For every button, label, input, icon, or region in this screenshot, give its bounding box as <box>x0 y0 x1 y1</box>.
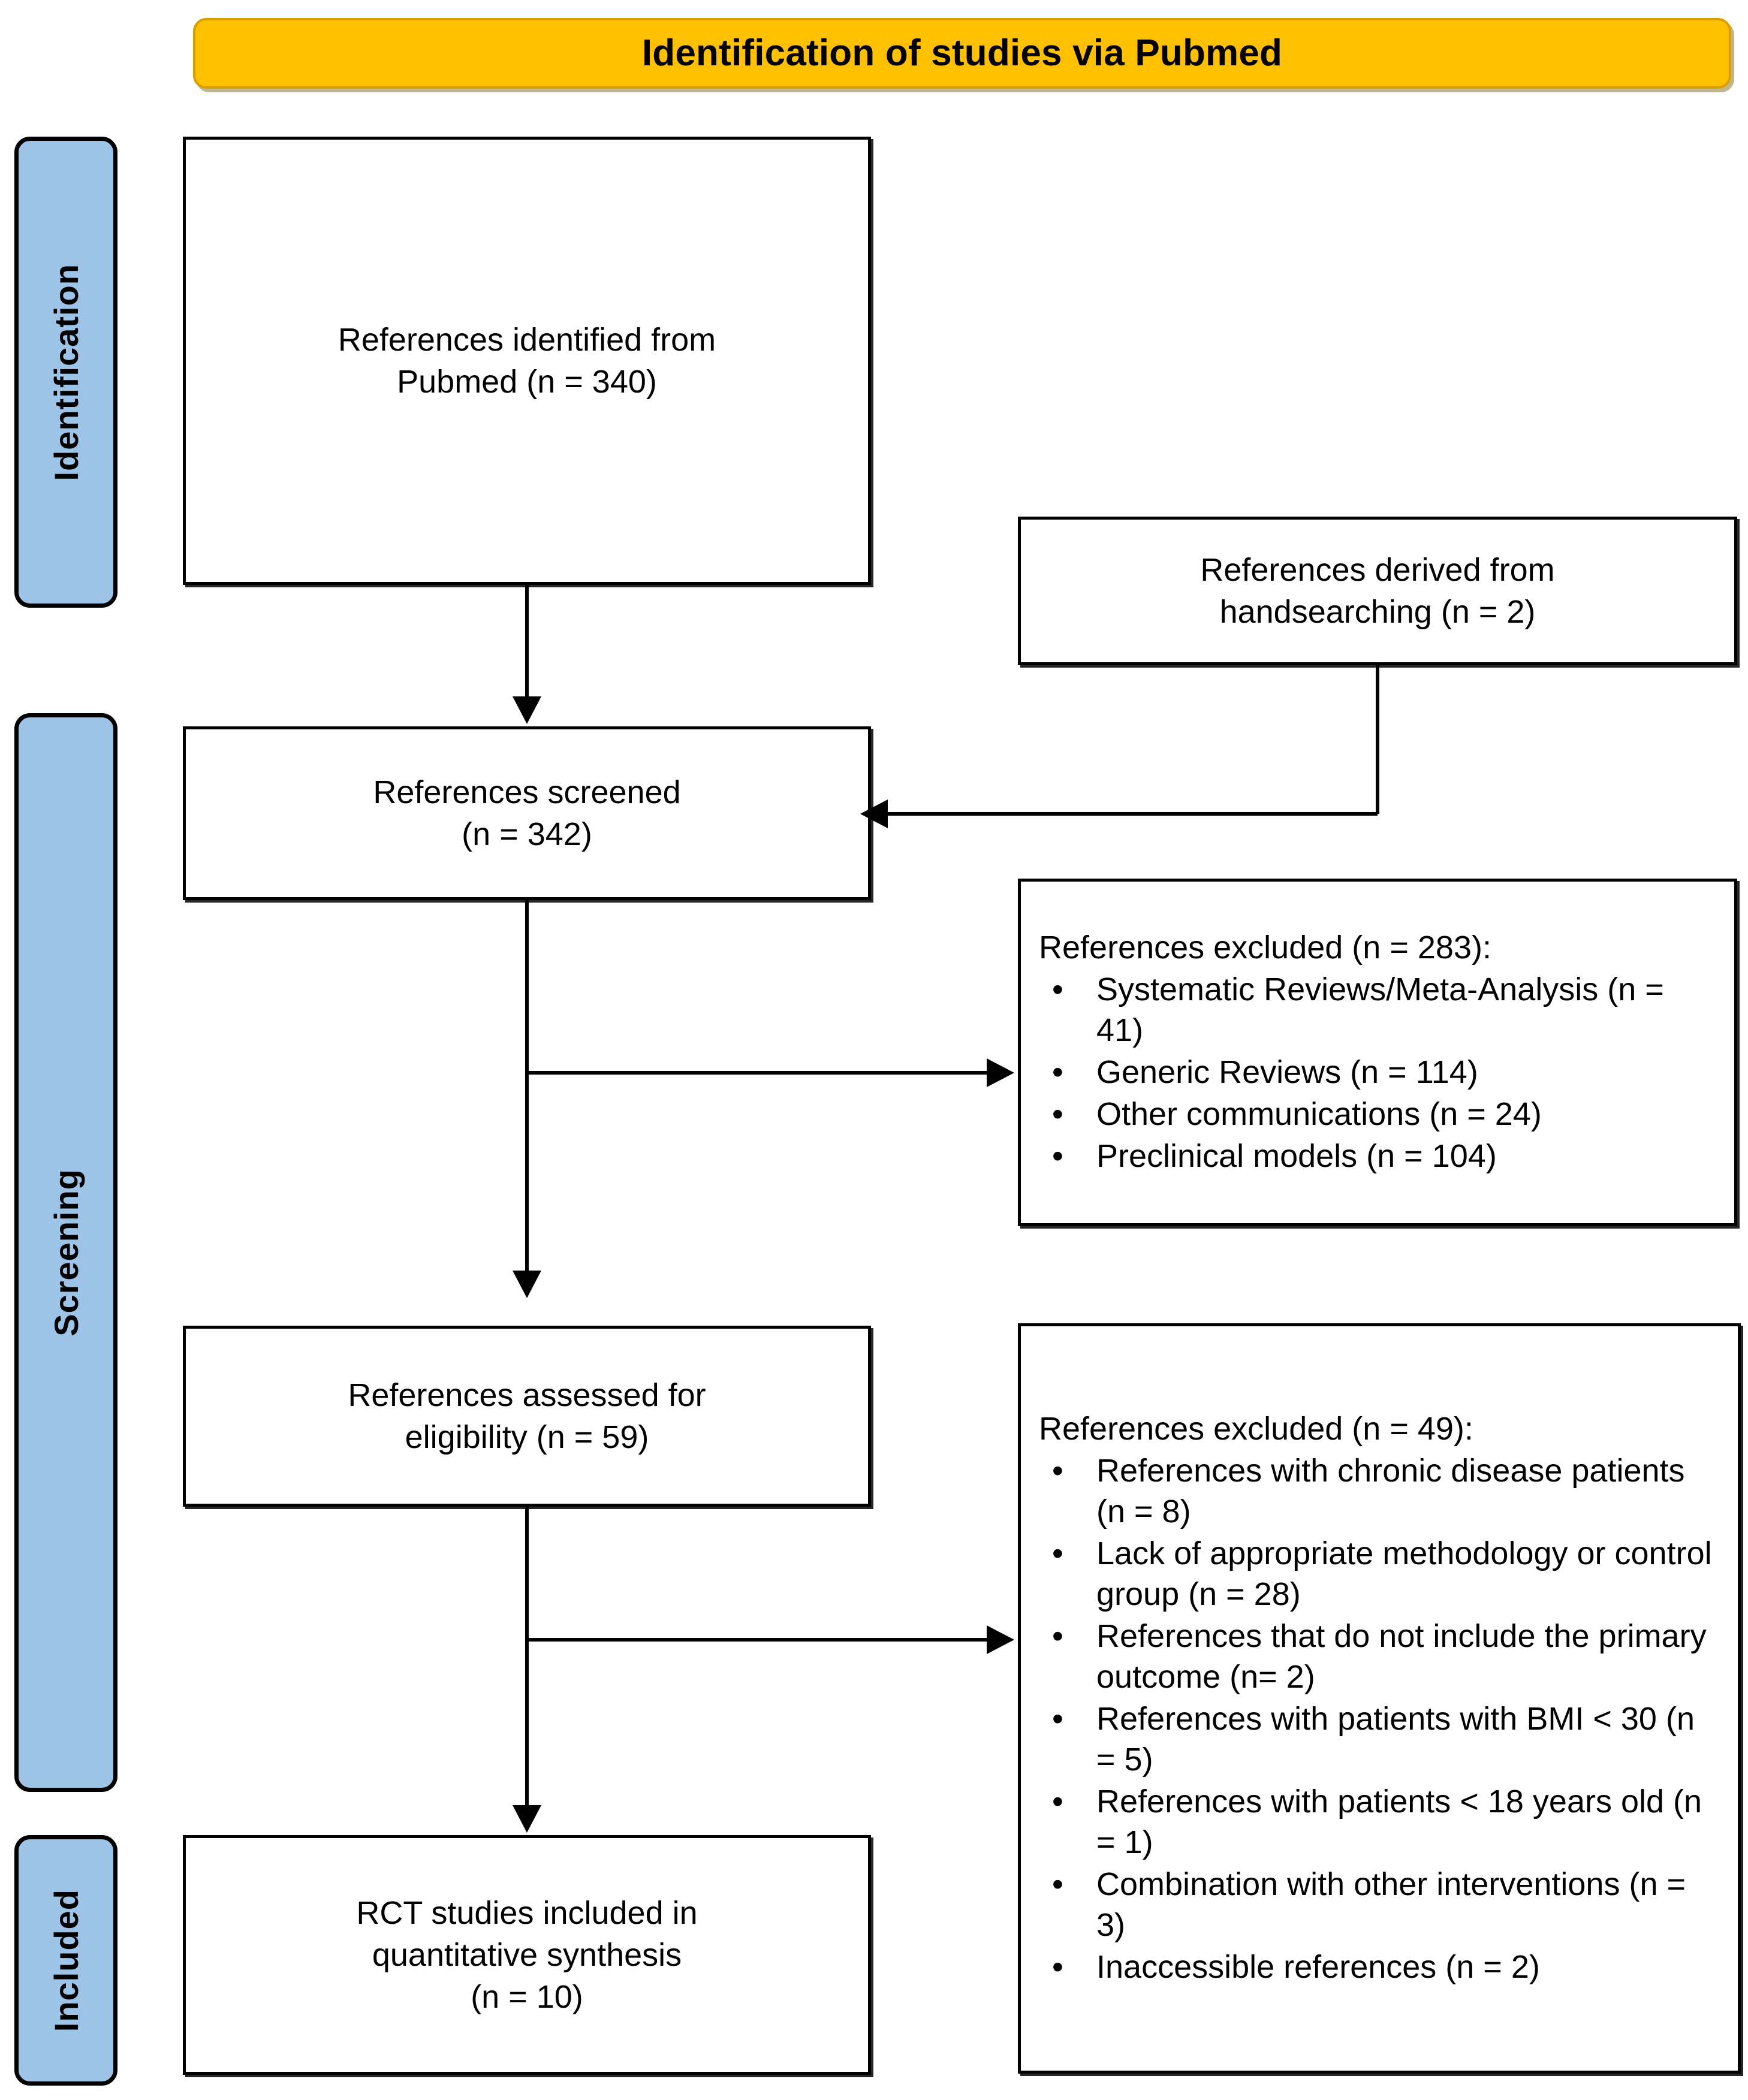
stage-pill-identification: Identification <box>14 137 117 608</box>
list-item-label: References with patients < 18 years old … <box>1096 1784 1702 1861</box>
list-item: • Lack of appropriate methodology or con… <box>1039 1533 1722 1615</box>
list-item-label: Inaccessible references (n = 2) <box>1096 1949 1540 1986</box>
box-references-handsearching: References derived from handsearching (n… <box>1018 517 1737 665</box>
included-line-3: (n = 10) <box>471 1979 583 2015</box>
list-item-label: Other communications (n = 24) <box>1096 1096 1542 1133</box>
bullet-glyph: • <box>1052 1054 1063 1090</box>
handsearching-line-1: References derived from <box>1200 551 1555 588</box>
screened-line-1: References screened <box>373 774 681 810</box>
list-item-label: Combination with other interventions (n … <box>1096 1866 1686 1944</box>
identified-line-1: References identified from <box>337 321 716 358</box>
list-item: • Systematic Reviews/Meta-Analysis (n = … <box>1039 969 1719 1051</box>
exclusions-eligibility-heading: References excluded (n = 49): <box>1039 1410 1473 1447</box>
list-item: • References with patients < 18 years ol… <box>1039 1781 1722 1863</box>
list-item: • Combination with other interventions (… <box>1039 1864 1722 1945</box>
connector-handsearching-horizontal <box>887 812 1378 816</box>
bullet-glyph: • <box>1052 1784 1063 1820</box>
bullet-glyph: • <box>1052 1701 1063 1737</box>
identified-line-2: Pubmed (n = 340) <box>397 364 657 400</box>
bullet-glyph: • <box>1052 1452 1063 1489</box>
box-rct-studies-included-text: RCT studies included in quantitative syn… <box>340 1892 713 2018</box>
arrowhead-eligibility-to-included <box>513 1805 541 1833</box>
list-item-label: References with chronic disease patients… <box>1096 1452 1685 1529</box>
box-references-eligibility: References assessed for eligibility (n =… <box>183 1326 871 1507</box>
list-item-label: Lack of appropriate methodology or contr… <box>1096 1535 1712 1612</box>
box-references-screened-text: References screened (n = 342) <box>357 771 696 855</box>
bullet-glyph: • <box>1052 1866 1063 1903</box>
exclusions-screening-list: • Systematic Reviews/Meta-Analysis (n = … <box>1039 969 1719 1178</box>
list-item-label: Systematic Reviews/Meta-Analysis (n = 41… <box>1096 971 1664 1048</box>
box-rct-studies-included: RCT studies included in quantitative syn… <box>183 1835 871 2075</box>
list-item-label: References with patients with BMI < 30 (… <box>1096 1701 1695 1778</box>
box-exclusions-eligibility: References excluded (n = 49): • Referenc… <box>1018 1323 1741 2074</box>
list-item: • References with patients with BMI < 30… <box>1039 1698 1722 1780</box>
connector-identified-to-screened <box>525 585 529 699</box>
stage-pill-screening: Screening <box>14 713 117 1792</box>
bullet-glyph: • <box>1052 971 1063 1007</box>
stage-label-identification: Identification <box>47 263 85 481</box>
bullet-glyph: • <box>1052 1096 1063 1133</box>
list-item-label: References that do not include the prima… <box>1096 1618 1707 1695</box>
box-references-identified-text: References identified from Pubmed (n = 3… <box>323 319 731 403</box>
list-item: • Other communications (n = 24) <box>1039 1094 1719 1135</box>
screened-line-2: (n = 342) <box>462 816 592 852</box>
list-item: • Inaccessible references (n = 2) <box>1039 1947 1722 1987</box>
handsearching-line-2: handsearching (n = 2) <box>1219 594 1536 630</box>
connector-handsearching-vertical <box>1376 665 1379 814</box>
eligibility-line-2: eligibility (n = 59) <box>405 1419 649 1455</box>
bullet-glyph: • <box>1052 1949 1063 1986</box>
list-item-label: Preclinical models (n = 104) <box>1096 1138 1497 1175</box>
bullet-glyph: • <box>1052 1618 1063 1654</box>
stage-label-screening: Screening <box>47 1169 85 1336</box>
connector-eligibility-to-exclusions <box>525 1638 988 1642</box>
arrowhead-handsearching-to-screened <box>860 799 888 828</box>
box-references-identified: References identified from Pubmed (n = 3… <box>183 137 871 585</box>
box-references-eligibility-text: References assessed for eligibility (n =… <box>332 1374 721 1458</box>
list-item-label: Generic Reviews (n = 114) <box>1096 1054 1478 1090</box>
included-line-2: quantitative synthesis <box>372 1936 682 1973</box>
connector-screened-to-eligibility <box>525 900 529 1272</box>
banner-title: Identification of studies via Pubmed <box>641 32 1283 74</box>
box-exclusions-screening: References excluded (n = 283): • Systema… <box>1018 879 1737 1226</box>
stage-label-included: Included <box>47 1888 85 2032</box>
exclusions-screening-heading: References excluded (n = 283): <box>1039 929 1491 965</box>
exclusions-eligibility-list: • References with chronic disease patien… <box>1039 1450 1722 1989</box>
list-item: • Preclinical models (n = 104) <box>1039 1136 1719 1176</box>
stage-pill-included: Included <box>14 1835 117 2086</box>
eligibility-line-1: References assessed for <box>348 1377 706 1413</box>
header-banner: Identification of studies via Pubmed <box>193 18 1731 89</box>
included-line-1: RCT studies included in <box>356 1894 698 1931</box>
bullet-glyph: • <box>1052 1535 1063 1571</box>
box-references-screened: References screened (n = 342) <box>183 726 871 900</box>
list-item: • Generic Reviews (n = 114) <box>1039 1052 1719 1093</box>
list-item: • References that do not include the pri… <box>1039 1616 1722 1697</box>
connector-eligibility-to-included <box>525 1507 529 1806</box>
arrowhead-screened-to-eligibility <box>513 1271 541 1298</box>
arrowhead-eligibility-to-exclusions <box>987 1625 1014 1654</box>
box-references-handsearching-text: References derived from handsearching (n… <box>1185 549 1570 633</box>
connector-screened-to-exclusions <box>525 1071 988 1075</box>
arrowhead-identified-to-screened <box>513 696 541 724</box>
list-item: • References with chronic disease patien… <box>1039 1450 1722 1532</box>
bullet-glyph: • <box>1052 1138 1063 1175</box>
arrowhead-screened-to-exclusions <box>987 1058 1014 1087</box>
